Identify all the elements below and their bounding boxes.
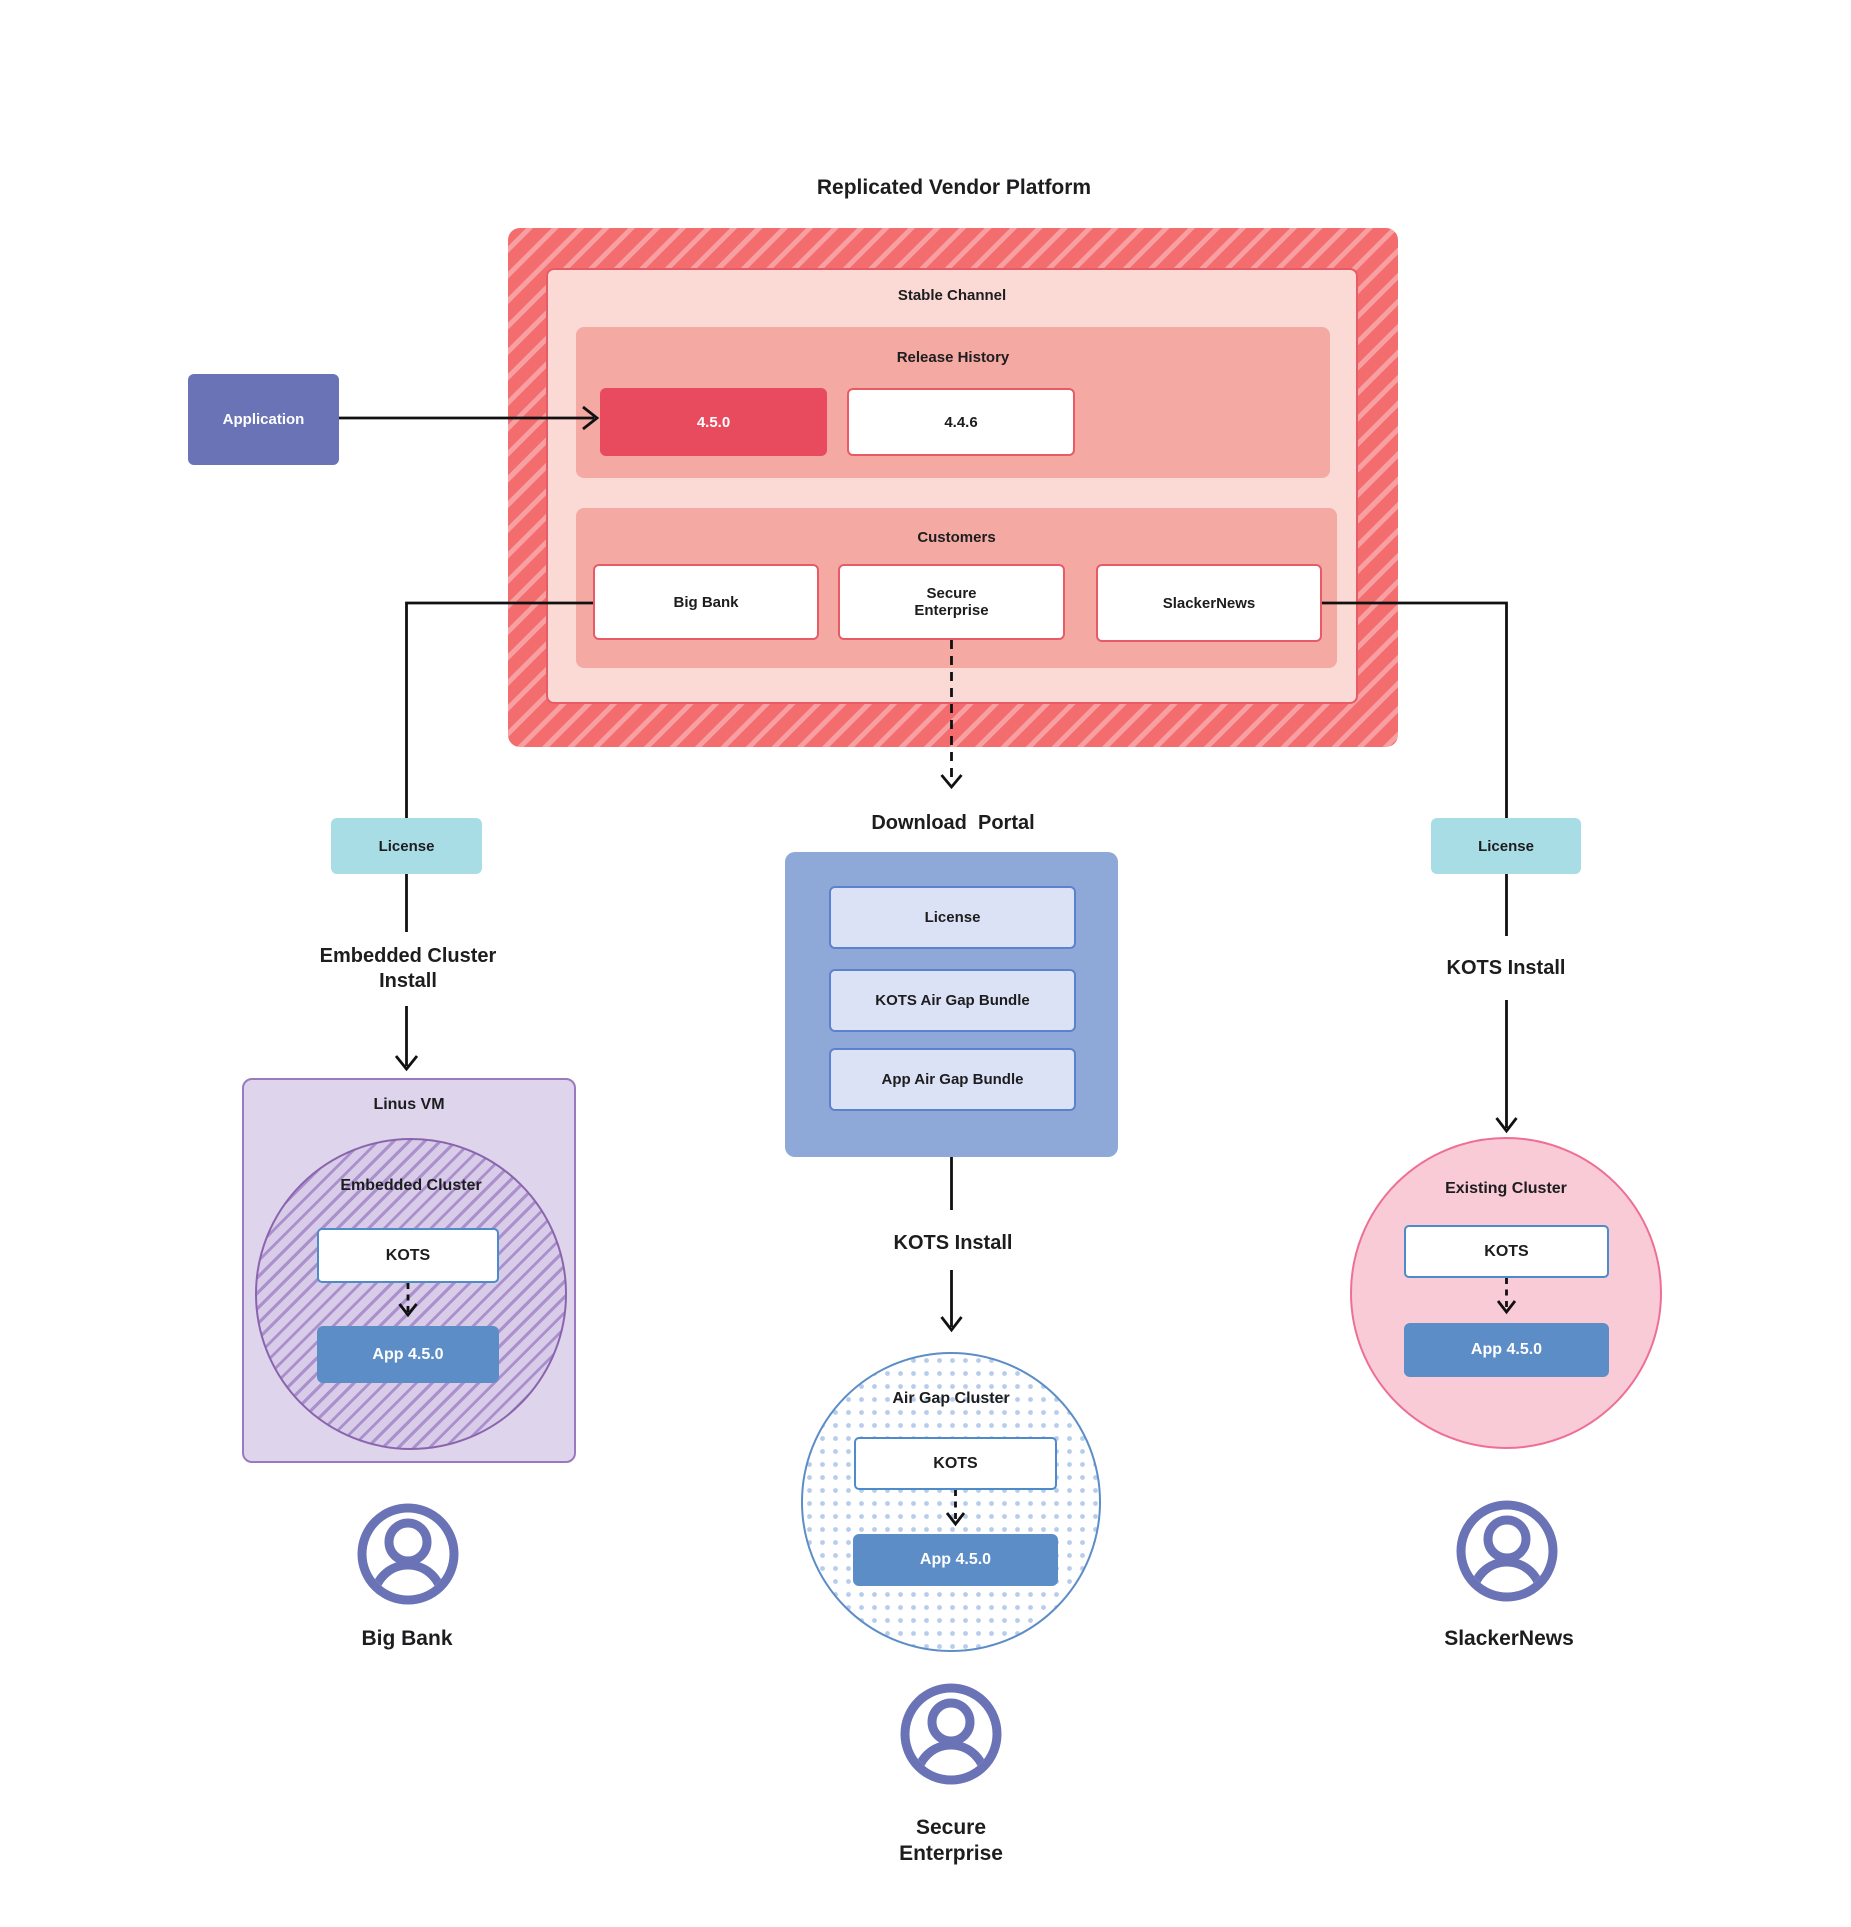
portal-item-kots-airgap-bundle: KOTS Air Gap Bundle bbox=[829, 969, 1076, 1032]
user-icon bbox=[357, 1503, 459, 1605]
release-version-label: 4.4.6 bbox=[944, 413, 978, 431]
app-box-left: App 4.5.0 bbox=[317, 1326, 499, 1383]
user-label-big-bank: Big Bank bbox=[361, 1627, 453, 1650]
kots-label: KOTS bbox=[933, 1454, 978, 1472]
customers-title: Customers bbox=[917, 529, 996, 546]
app-label: App 4.5.0 bbox=[919, 1551, 992, 1568]
arrowhead-icon bbox=[394, 1055, 419, 1072]
user-icon bbox=[900, 1683, 1002, 1785]
user-label-slackernews: SlackerNews bbox=[1444, 1627, 1574, 1650]
kots-label: KOTS bbox=[385, 1246, 431, 1264]
portal-item-label: App Air Gap Bundle bbox=[881, 1071, 1024, 1088]
license-label: License bbox=[1478, 837, 1534, 855]
air-gap-cluster-circle bbox=[801, 1352, 1101, 1652]
customer-label: SlackerNews bbox=[1162, 594, 1256, 612]
portal-item-license: License bbox=[829, 886, 1076, 949]
kots-box-center: KOTS bbox=[854, 1437, 1057, 1490]
existing-cluster-title: Existing Cluster bbox=[1445, 1180, 1567, 1197]
user-label-secure-enterprise: Secure Enterprise bbox=[899, 1816, 1003, 1866]
embedded-cluster-title: Embedded Cluster bbox=[340, 1177, 482, 1194]
release-history-title: Release History bbox=[896, 349, 1010, 366]
embedded-cluster-circle bbox=[255, 1138, 567, 1450]
air-gap-cluster-title: Air Gap Cluster bbox=[892, 1390, 1010, 1407]
release-4-5-0: 4.5.0 bbox=[600, 388, 827, 456]
kots-install-label-right: KOTS Install bbox=[1446, 957, 1566, 979]
app-box-right: App 4.5.0 bbox=[1404, 1323, 1609, 1377]
embedded-cluster-install-label: Embedded Cluster Install bbox=[319, 945, 497, 992]
portal-item-label: KOTS Air Gap Bundle bbox=[875, 992, 1030, 1009]
license-label: License bbox=[378, 837, 435, 855]
customer-label: Secure Enterprise bbox=[914, 585, 989, 619]
user-icon bbox=[1456, 1500, 1558, 1602]
portal-item-app-airgap-bundle: App Air Gap Bundle bbox=[829, 1048, 1076, 1111]
download-portal-label: Download Portal bbox=[871, 812, 1035, 834]
linus-vm-title: Linus VM bbox=[373, 1096, 445, 1113]
application-box: Application bbox=[188, 374, 339, 465]
app-label: App 4.5.0 bbox=[372, 1345, 444, 1363]
kots-install-label-center: KOTS Install bbox=[893, 1232, 1013, 1254]
customer-slackernews: SlackerNews bbox=[1096, 564, 1322, 642]
release-version-label: 4.5.0 bbox=[696, 413, 731, 431]
license-box-left: License bbox=[331, 818, 482, 874]
stable-channel-title: Stable Channel bbox=[897, 287, 1007, 304]
customer-secure-enterprise: Secure Enterprise bbox=[838, 564, 1065, 640]
release-4-4-6: 4.4.6 bbox=[847, 388, 1075, 456]
kots-box-right: KOTS bbox=[1404, 1225, 1609, 1278]
kots-box-left: KOTS bbox=[317, 1228, 499, 1283]
kots-label: KOTS bbox=[1484, 1242, 1529, 1260]
arrowhead-icon bbox=[940, 774, 963, 790]
page-title: Replicated Vendor Platform bbox=[816, 176, 1092, 199]
arrowhead-icon bbox=[940, 1316, 963, 1333]
app-box-center: App 4.5.0 bbox=[853, 1534, 1058, 1586]
app-label: App 4.5.0 bbox=[1470, 1341, 1543, 1358]
arrowhead-icon bbox=[1495, 1117, 1518, 1134]
customer-big-bank: Big Bank bbox=[593, 564, 819, 640]
application-label: Application bbox=[222, 411, 305, 428]
customer-label: Big Bank bbox=[673, 593, 739, 611]
portal-item-label: License bbox=[924, 909, 981, 926]
license-box-right: License bbox=[1431, 818, 1581, 874]
